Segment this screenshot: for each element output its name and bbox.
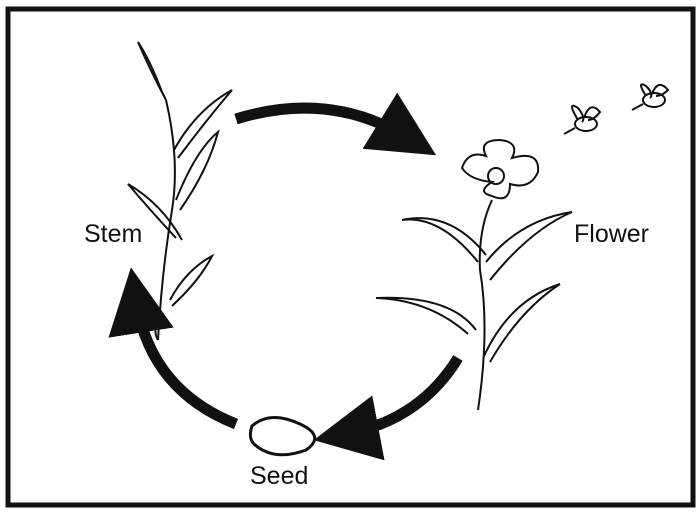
label-flower: Flower [574, 220, 649, 248]
label-stem: Stem [84, 220, 142, 248]
label-seed: Seed [250, 462, 308, 490]
